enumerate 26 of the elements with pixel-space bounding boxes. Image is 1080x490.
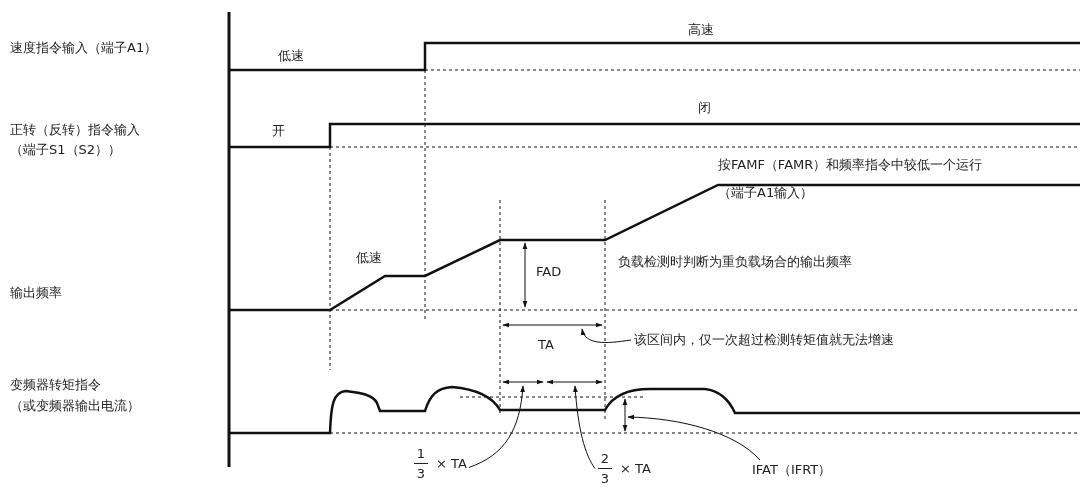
- dimension-line: [502, 322, 603, 328]
- annotation-text: 负载检测时判断为重负载场合的输出频率: [618, 254, 852, 270]
- state-label: 低速: [278, 48, 304, 64]
- row-label: （端子S1（S2））: [10, 142, 122, 158]
- dimension-label: FAD: [536, 264, 562, 280]
- callout-text: IFAT（IFRT）: [752, 462, 832, 478]
- dimension-line: [502, 379, 544, 385]
- leader-line: [581, 328, 632, 343]
- leader-line: [468, 385, 525, 468]
- state-label: 高速: [688, 22, 714, 38]
- row-label: 速度指令输入（端子A1）: [10, 40, 158, 56]
- row-label: 变频器转矩指令: [10, 377, 101, 393]
- row-label: 正转（反转）指令输入: [10, 122, 140, 138]
- state-label: 开: [272, 123, 285, 139]
- dimension-label: TA: [538, 337, 554, 353]
- row-label: （或变频器输出电流）: [10, 398, 140, 414]
- annotation-text: 按FAMF（FAMR）和频率指令中较低一个运行: [718, 157, 983, 173]
- dimension-line: [622, 398, 628, 432]
- dimension-line: [546, 379, 603, 385]
- annotation-text: （端子A1输入）: [718, 185, 814, 201]
- leader-line: [573, 385, 596, 469]
- state-label: 闭: [698, 100, 711, 116]
- row-label: 输出频率: [10, 285, 62, 301]
- leader-line: [627, 414, 761, 461]
- state-label: 低速: [356, 250, 382, 266]
- callout-text: 该区间内，仅一次超过检测转矩值就无法增速: [634, 332, 894, 348]
